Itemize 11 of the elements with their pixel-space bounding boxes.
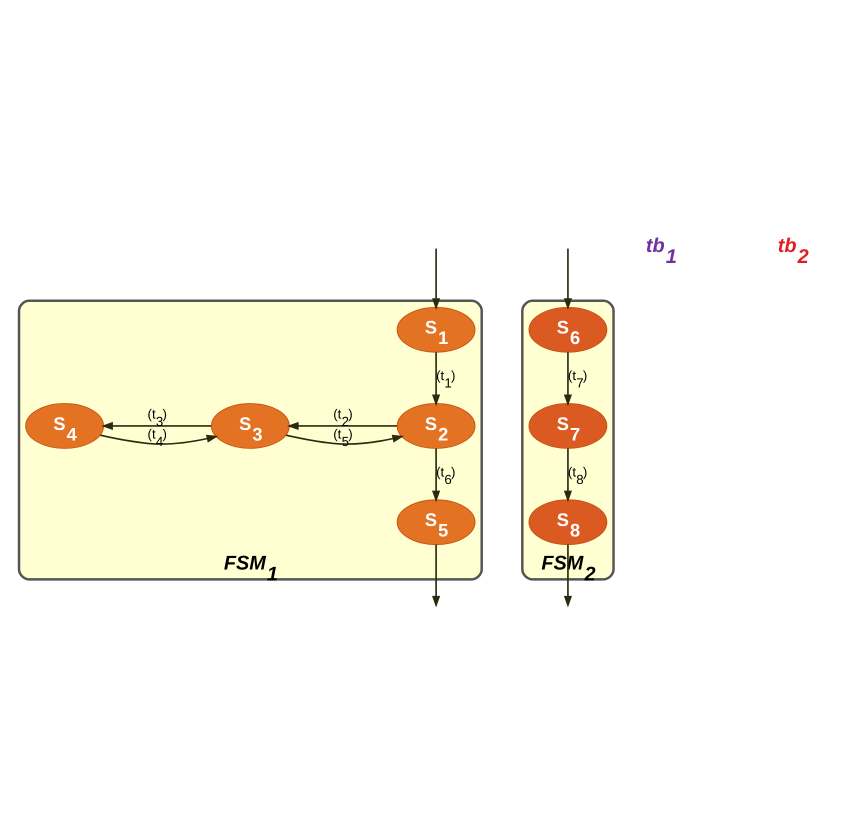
arrow	[564, 352, 572, 406]
arrow	[432, 544, 440, 607]
arrow	[287, 421, 397, 430]
arrow	[286, 434, 404, 444]
arrow	[564, 448, 572, 502]
arrow	[432, 448, 440, 502]
arrow	[564, 248, 572, 310]
arrow	[432, 248, 440, 310]
arrow	[100, 434, 218, 444]
arrow	[432, 352, 440, 406]
arrow	[101, 421, 212, 430]
